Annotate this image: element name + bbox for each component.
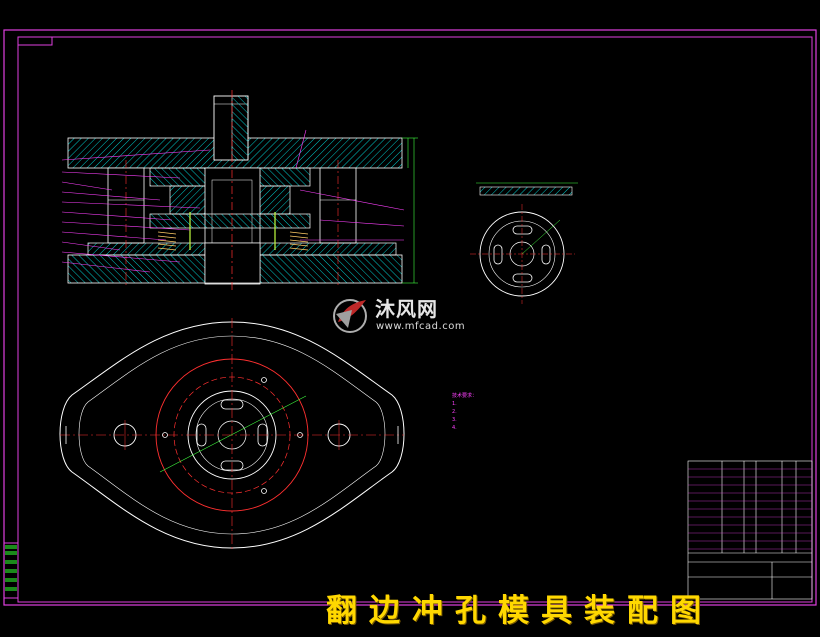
technical-notes: 技术要求： 1. 2. 3. 4. <box>452 392 477 432</box>
note-line-2: 2. <box>452 409 457 415</box>
note-line-1: 1. <box>452 401 457 407</box>
plan-view <box>59 318 405 552</box>
title-block <box>687 460 813 600</box>
section-view <box>61 90 418 290</box>
note-line-3: 3. <box>452 417 457 423</box>
notes-heading: 技术要求： <box>452 393 478 399</box>
part-detail-view <box>470 182 578 304</box>
watermark-brand: 沐风网 <box>375 297 438 321</box>
revision-strip <box>3 542 19 599</box>
watermark-url: www.mfcad.com <box>376 321 466 332</box>
watermark-logo-icon <box>333 299 367 333</box>
note-line-4: 4. <box>452 425 457 431</box>
drawing-frame <box>3 29 817 606</box>
drawing-title-caption: 翻边冲孔模具装配图 <box>326 593 713 629</box>
